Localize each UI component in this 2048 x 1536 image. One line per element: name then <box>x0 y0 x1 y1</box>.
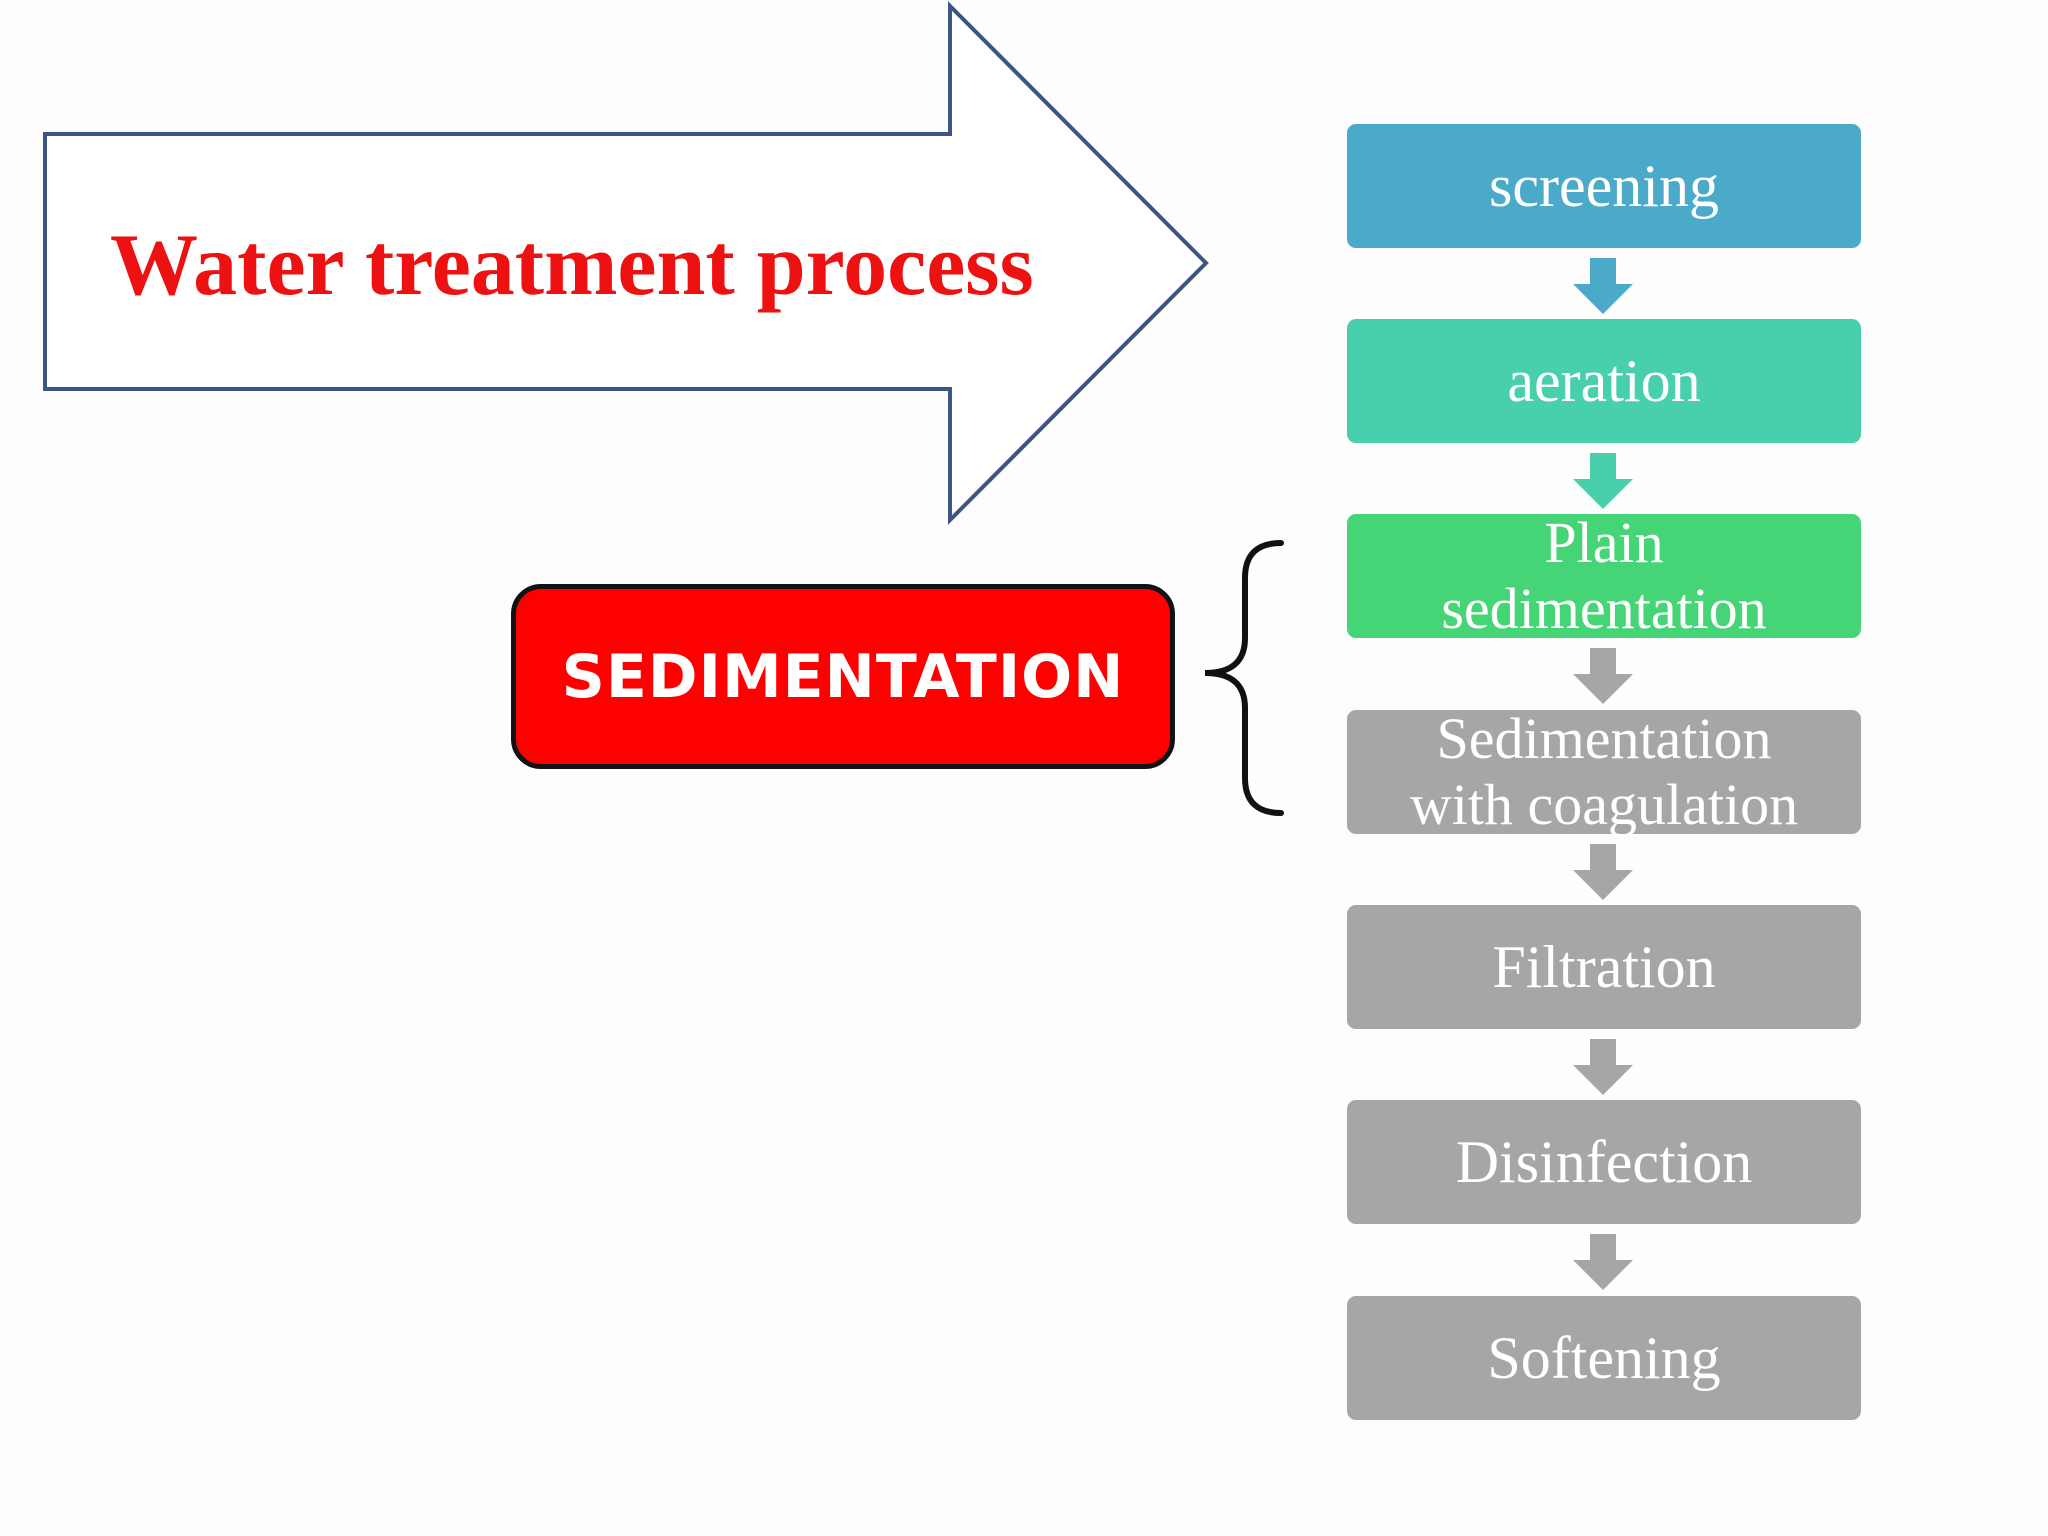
step-sedimentation-with-coagulation: Sedimentation with coagulation <box>1347 706 1861 837</box>
step-plain-sedimentation: Plain sedimentation <box>1347 510 1861 641</box>
step-label: aeration <box>1507 348 1701 414</box>
down-arrow-icon <box>1573 453 1633 509</box>
down-arrow-icon <box>1573 1039 1633 1095</box>
down-arrow-icon <box>1573 258 1633 314</box>
left-curly-brace-icon <box>1204 540 1284 816</box>
sedimentation-callout-label: SEDIMENTATION <box>561 641 1125 712</box>
step-softening: Softening <box>1347 1296 1861 1420</box>
step-label: Softening <box>1487 1325 1721 1391</box>
step-screening: screening <box>1347 124 1861 248</box>
diagram-title: Water treatment process <box>110 217 1034 314</box>
big-right-arrow-icon <box>43 1 1209 525</box>
step-disinfection: Disinfection <box>1347 1100 1861 1224</box>
step-filtration: Filtration <box>1347 905 1861 1029</box>
step-label: Filtration <box>1492 934 1716 1000</box>
step-label: Disinfection <box>1455 1129 1753 1195</box>
down-arrow-icon <box>1573 648 1633 704</box>
step-label: Plain sedimentation <box>1441 510 1767 641</box>
step-label: Sedimentation with coagulation <box>1409 706 1799 837</box>
step-aeration: aeration <box>1347 319 1861 443</box>
step-label: screening <box>1489 153 1719 219</box>
down-arrow-icon <box>1573 1234 1633 1290</box>
down-arrow-icon <box>1573 844 1633 900</box>
sedimentation-callout: SEDIMENTATION <box>511 584 1175 769</box>
